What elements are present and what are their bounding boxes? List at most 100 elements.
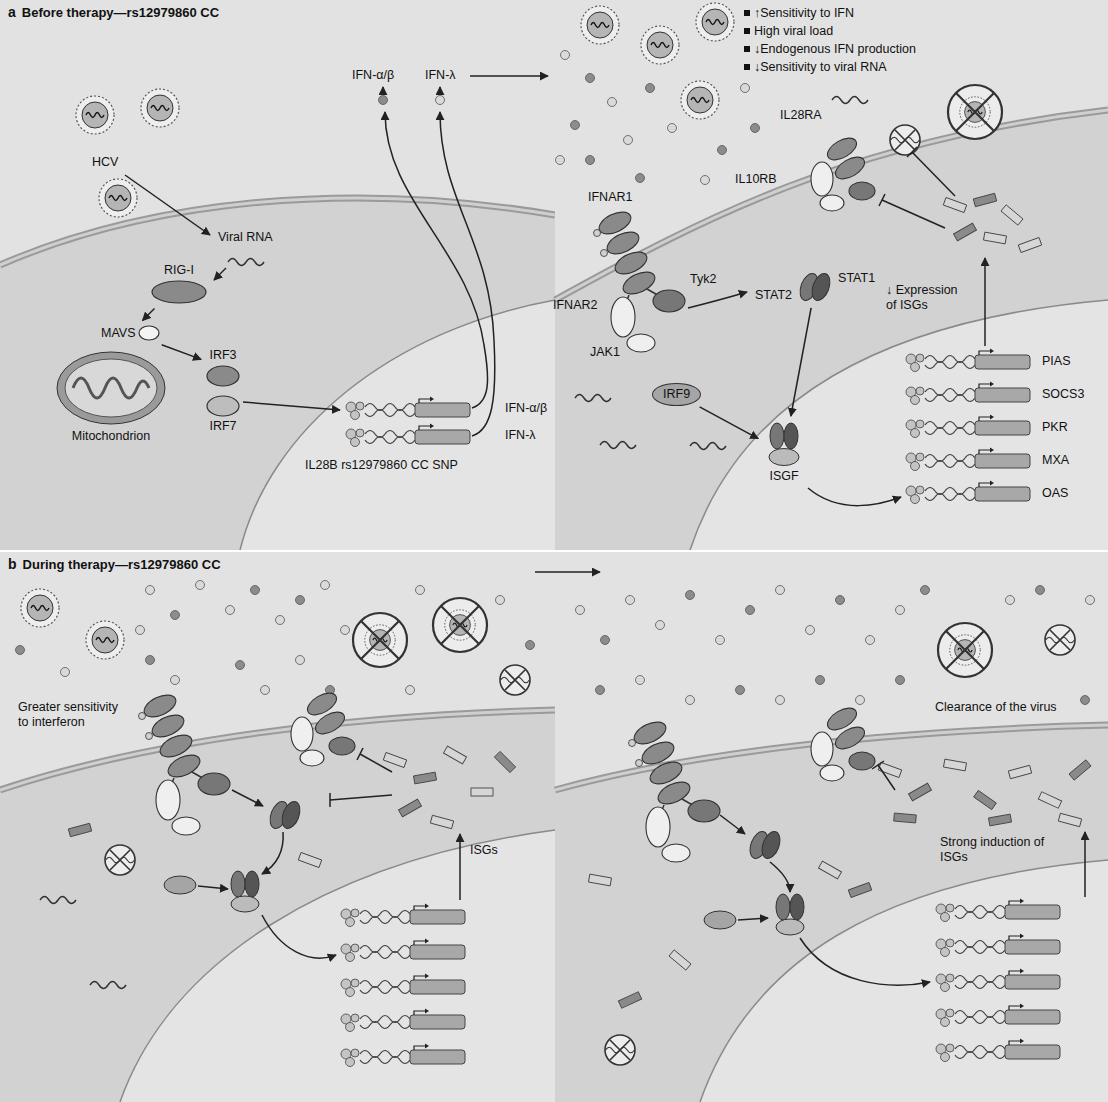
label-text: MXA <box>1042 453 1069 467</box>
text-label: IFN-α/β <box>505 401 547 416</box>
label-text: IFNAR1 <box>588 190 632 204</box>
text-label: MXA <box>1042 453 1069 468</box>
shape-holder <box>138 325 160 341</box>
label-text: Tyk2 <box>690 272 716 286</box>
text-label: IL28RA <box>780 108 822 123</box>
label-text: IL28RA <box>780 108 822 122</box>
rig-i-node: RIG-I <box>148 260 210 307</box>
panel-band: a Before therapy—rs12979860 CC RIG-I MAVS IR… <box>0 0 1108 550</box>
panel-heading: a Before therapy—rs12979860 CC <box>8 4 219 21</box>
stat-dimer-node: STAT1STAT2 <box>752 268 878 306</box>
bullet-item: ↑Sensitivity to IFN <box>754 6 854 21</box>
mitochondrion-shape <box>55 349 167 427</box>
panel-title: Before therapy—rs12979860 CC <box>22 5 219 20</box>
stat-dimer-shape <box>795 271 835 303</box>
virus-particles <box>21 3 1002 677</box>
text-label: Viral RNA <box>218 230 273 245</box>
bullet-text: ↓Endogenous IFN production <box>754 42 916 56</box>
panel-letter: a <box>8 4 16 20</box>
label-text: PIAS <box>1042 354 1071 368</box>
shape-holder <box>206 365 240 387</box>
text-label: Greater sensitivity to interferon <box>18 700 130 730</box>
interferon-molecules <box>16 51 1095 705</box>
shape-holder <box>151 280 207 304</box>
label-text: Strong induction of ISGs <box>940 835 1052 865</box>
text-label: PKR <box>1042 420 1068 435</box>
label-text: PKR <box>1042 420 1068 434</box>
irf3-node: IRF3 <box>203 345 243 390</box>
pathway-arrow <box>791 308 811 416</box>
label-text: Greater sensitivity to interferon <box>18 700 130 730</box>
molecule-shape <box>138 325 160 341</box>
label-text: IL10RB <box>735 172 777 186</box>
signalling-complexes <box>164 799 804 935</box>
text-label: IFN-α/β <box>352 68 394 83</box>
panel-title: During therapy—rs12979860 CC <box>23 557 221 572</box>
receptors <box>139 134 876 862</box>
isgf-complex-shape <box>763 421 805 467</box>
shape-holder <box>795 271 835 303</box>
molecule-name: STAT1 <box>838 271 875 286</box>
molecule-name: IRF7 <box>209 419 236 434</box>
isgf-node: ISGF <box>760 418 808 487</box>
label-text: JAK1 <box>590 345 620 359</box>
text-label: JAK1 <box>590 345 620 360</box>
label-text: ISGs <box>470 843 498 857</box>
label-text: HCV <box>92 155 118 169</box>
text-label: IFNAR1 <box>588 190 632 205</box>
bullet-text: High viral load <box>754 24 833 38</box>
pathway-arrow <box>162 345 201 360</box>
text-label: Strong induction of ISGs <box>940 835 1052 865</box>
panel-heading: b During therapy—rs12979860 CC <box>8 556 221 573</box>
text-label: PIAS <box>1042 354 1071 369</box>
shape-holder <box>55 349 167 427</box>
molecule-name: IRF3 <box>209 348 236 363</box>
molecule-shape <box>206 365 240 387</box>
text-label: ↓ Expression of ISGs <box>886 283 970 313</box>
label-text: IFN-α/β <box>352 68 394 82</box>
label-text: IL28B rs12979860 CC SNP <box>305 458 458 472</box>
bullet-text: ↓Sensitivity to viral RNA <box>754 60 887 74</box>
label-text: SOCS3 <box>1042 387 1084 401</box>
mavs-node: MAVS <box>98 322 163 344</box>
label-text: IFN-λ <box>505 428 536 442</box>
label-text: ↓ Expression of ISGs <box>886 283 970 313</box>
label-text: IFN-α/β <box>505 401 547 415</box>
panel-gap <box>0 550 1108 552</box>
text-label: SOCS3 <box>1042 387 1084 402</box>
irf9-node: IRF9 <box>652 383 701 406</box>
molecule-name: STAT2 <box>755 288 792 303</box>
pathway-arrow <box>700 407 759 439</box>
molecule-name: RIG-I <box>164 263 194 278</box>
text-label: OAS <box>1042 486 1068 501</box>
text-label: IFN-λ <box>425 68 456 83</box>
text-label: IFN-λ <box>505 428 536 443</box>
panel-band: b During therapy—rs12979860 CC <box>0 552 1108 1102</box>
isg-proteins <box>68 193 1091 1008</box>
text-label: Clearance of the virus <box>935 700 1057 715</box>
label-text: Clearance of the virus <box>935 700 1057 714</box>
molecule-shape <box>206 395 240 417</box>
molecule-name: IRF9 <box>663 387 690 402</box>
text-label: IL28B rs12979860 CC SNP <box>305 458 458 473</box>
irf7-node: IRF7 <box>203 392 243 437</box>
pathway-arrow <box>142 308 154 320</box>
molecule-name: Mitochondrion <box>72 429 151 444</box>
panel-b-ground <box>0 552 1108 1102</box>
molecule-name: MAVS <box>101 326 136 341</box>
mitochondrion-node: Mitochondrion <box>52 346 170 447</box>
label-text: IFNAR2 <box>553 298 597 312</box>
panel-a-ground <box>0 0 1108 550</box>
label-text: IFN-λ <box>425 68 456 82</box>
label-text: Viral RNA <box>218 230 273 244</box>
panel-letter: b <box>8 556 17 572</box>
shape-holder <box>763 421 805 467</box>
bullet-item: ↓Endogenous IFN production <box>754 42 916 57</box>
viral-rna <box>40 97 1075 1066</box>
text-label: ISGs <box>470 843 498 858</box>
legend-bullets <box>744 10 750 70</box>
text-label: IFNAR2 <box>553 298 597 313</box>
